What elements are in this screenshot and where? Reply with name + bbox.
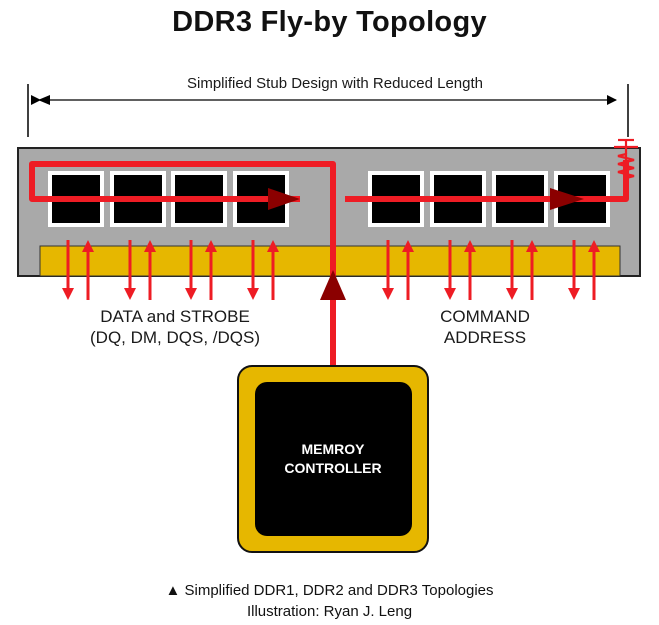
dimension-arrowhead-left (38, 95, 50, 105)
pin-down-arrowhead (444, 288, 456, 300)
command-address-label-line2: ADDRESS (443, 328, 527, 347)
command-direction-arrow (550, 188, 584, 210)
data-strobe-label: DATA and STROBE (DQ, DM, DQS, /DQS) (40, 306, 310, 348)
figure-caption: ▲ Simplified DDR1, DDR2 and DDR3 Topolog… (0, 580, 659, 622)
pin-up-arrowhead (526, 240, 538, 252)
data-strobe-label-line2: (DQ, DM, DQS, /DQS) (90, 328, 260, 347)
diagram-title: DDR3 Fly-by Topology (172, 6, 487, 38)
data-strobe-label-line1: DATA and STROBE (100, 307, 250, 326)
pin-down-arrowhead (506, 288, 518, 300)
pin-down-arrowhead (62, 288, 74, 300)
pin-up-arrowhead (267, 240, 279, 252)
pin-down-arrowhead (568, 288, 580, 300)
pin-up-arrowhead (144, 240, 156, 252)
pin-up-arrowhead (464, 240, 476, 252)
termination-resistor-icon (614, 138, 638, 184)
pin-up-arrowhead (402, 240, 414, 252)
reduced-length-label: Simplified Stub Design with Reduced Leng… (186, 75, 483, 92)
memory-controller-label-line1: MEMROY (301, 441, 365, 457)
pin-up-arrowhead (588, 240, 600, 252)
pin-down-arrowhead (124, 288, 136, 300)
pin-down-arrowhead (382, 288, 394, 300)
memory-controller-label-line2: CONTROLLER (284, 460, 382, 476)
caption-line1: ▲ Simplified DDR1, DDR2 and DDR3 Topolog… (165, 582, 494, 599)
data-loop-return-trace (29, 190, 300, 202)
pin-down-arrowhead (185, 288, 197, 300)
command-address-label-line1: COMMAND (440, 307, 530, 326)
caption-line2: Illustration: Ryan J. Leng (246, 603, 413, 620)
pin-up-arrowhead (82, 240, 94, 252)
memory-controller (237, 365, 429, 553)
controller-up-arrow (320, 270, 346, 300)
memory-controller-label: MEMROY CONTROLLER (258, 440, 408, 478)
pin-signal-arrows (62, 240, 600, 300)
data-direction-arrow (268, 188, 300, 210)
command-address-label: COMMAND ADDRESS (380, 306, 590, 348)
length-dimension (27, 84, 629, 137)
data-loop-trace (29, 161, 336, 365)
pin-up-arrowhead (205, 240, 217, 252)
controller-chip (255, 382, 412, 536)
pin-down-arrowhead (247, 288, 259, 300)
